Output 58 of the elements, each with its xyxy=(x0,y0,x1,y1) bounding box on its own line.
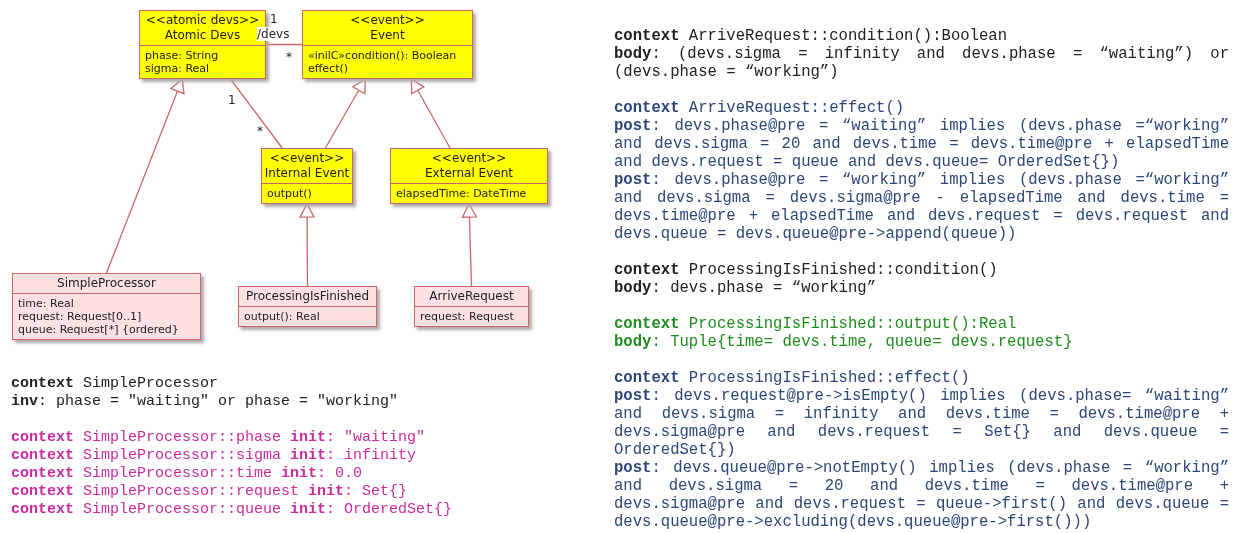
stereotype-label: <<event>> xyxy=(349,13,426,28)
ocl-constraint: context SimpleProcessor::request init: Set{} xyxy=(11,483,408,501)
ocl-constraint: post: devs.request@pre->isEmpty() implies (devs.phase= “waiting” and devs.sigma = infinity and devs.time = devs.time@pre + devs.sigma@pre and devs.request = Set{} and devs.queue = OrderedSet{}) xyxy=(614,387,1229,459)
ocl-constraint: context ArriveRequest::effect() xyxy=(614,99,906,117)
inheritance-arrow xyxy=(410,78,451,149)
member-text: output(): Real xyxy=(244,310,321,323)
ocl-constraint: post: devs.queue@pre->notEmpty() implies (devs.phase = “working” and devs.sigma = 20 and devs.time = devs.time@pre + devs.sigma@pre and devs.request = queue->first() and devs.queue = devs.queue@pre->excluding(devs.queue@pre->first())) xyxy=(614,459,1229,531)
class-box xyxy=(302,10,473,79)
association-line xyxy=(229,78,283,149)
member-text: output() xyxy=(267,187,313,200)
inheritance-arrow xyxy=(324,78,366,149)
association-line xyxy=(265,43,303,46)
class-name: Event xyxy=(369,28,406,43)
member-text: effect() xyxy=(308,62,350,75)
ocl-constraint: body: Tuple{time= devs.time, queue= devs.request} xyxy=(614,333,1074,351)
ocl-constraint: context SimpleProcessor::sigma init: infinity xyxy=(11,447,417,465)
multiplicity-label: 1 xyxy=(228,93,236,107)
member-text: phase: String xyxy=(145,49,220,62)
ocl-constraint: inv: phase = "waiting" or phase = "working" xyxy=(11,393,399,411)
inheritance-arrow xyxy=(105,78,185,274)
class-box xyxy=(261,148,353,204)
ocl-constraint: body: (devs.sigma = infinity and devs.phase = “waiting”) or (devs.phase = “working”) xyxy=(614,45,1229,81)
member-text: request: Request[0..1] xyxy=(18,310,143,323)
multiplicity-label: 1 xyxy=(270,12,278,26)
ocl-constraint: post: devs.phase@pre = “waiting” implies (devs.phase =“working” and devs.sigma = 20 and devs.time = devs.time@pre + elapsedTime and devs.request = queue and devs.queue= OrderedSet{}) xyxy=(614,117,1229,171)
class-name: SimpleProcessor xyxy=(56,276,157,291)
ocl-constraint: post: devs.phase@pre = “working” implies (devs.phase =“working” and devs.sigma = devs.sigma@pre - elapsedTime and devs.time = devs.time@pre + elapsedTime and devs.request = devs.request and devs.queue = devs.queue@pre->append(queue)) xyxy=(614,171,1229,243)
stereotype-label: <<atomic devs>> xyxy=(144,13,261,28)
class-box xyxy=(238,286,377,327)
ocl-constraint: context SimpleProcessor::phase init: "waiting" xyxy=(11,429,426,447)
ocl-constraint: context ProcessingIsFinished::effect() xyxy=(614,369,971,387)
class-box xyxy=(390,148,548,204)
member-text: sigma: Real xyxy=(145,62,211,75)
ocl-constraint: context SimpleProcessor::time init: 0.0 xyxy=(11,465,363,483)
stereotype-label: <<event>> xyxy=(268,151,346,166)
inheritance-arrow xyxy=(461,203,478,287)
member-text: request: Request xyxy=(420,310,515,323)
ocl-constraint: context ProcessingIsFinished::condition() xyxy=(614,261,999,279)
ocl-constraint: context SimpleProcessor xyxy=(11,375,219,393)
member-text: «inilC»condition(): Boolean xyxy=(308,49,458,62)
class-name: External Event xyxy=(424,166,514,181)
inheritance-arrow xyxy=(299,203,315,287)
multiplicity-label: * xyxy=(286,50,292,64)
class-name: ArriveRequest xyxy=(428,289,515,304)
member-text: elapsedTime: DateTime xyxy=(396,187,528,200)
role-label: /devs xyxy=(257,27,290,41)
ocl-constraint: context ArriveRequest::condition():Boolean xyxy=(614,27,1009,45)
member-text: queue: Request[*] {ordered} xyxy=(18,323,180,336)
class-box xyxy=(12,273,201,340)
member-text: time: Real xyxy=(18,297,75,310)
class-box xyxy=(414,286,529,327)
multiplicity-label: * xyxy=(257,124,263,138)
class-name: ProcessingIsFinished xyxy=(245,289,370,304)
stereotype-label: <<event>> xyxy=(430,151,508,166)
ocl-constraint: context SimpleProcessor::queue init: OrderedSet{} xyxy=(11,501,453,519)
ocl-constraint: body: devs.phase = “working” xyxy=(614,279,878,297)
class-name: Internal Event xyxy=(264,166,350,181)
ocl-constraint: context ProcessingIsFinished::output():Real xyxy=(614,315,1018,333)
